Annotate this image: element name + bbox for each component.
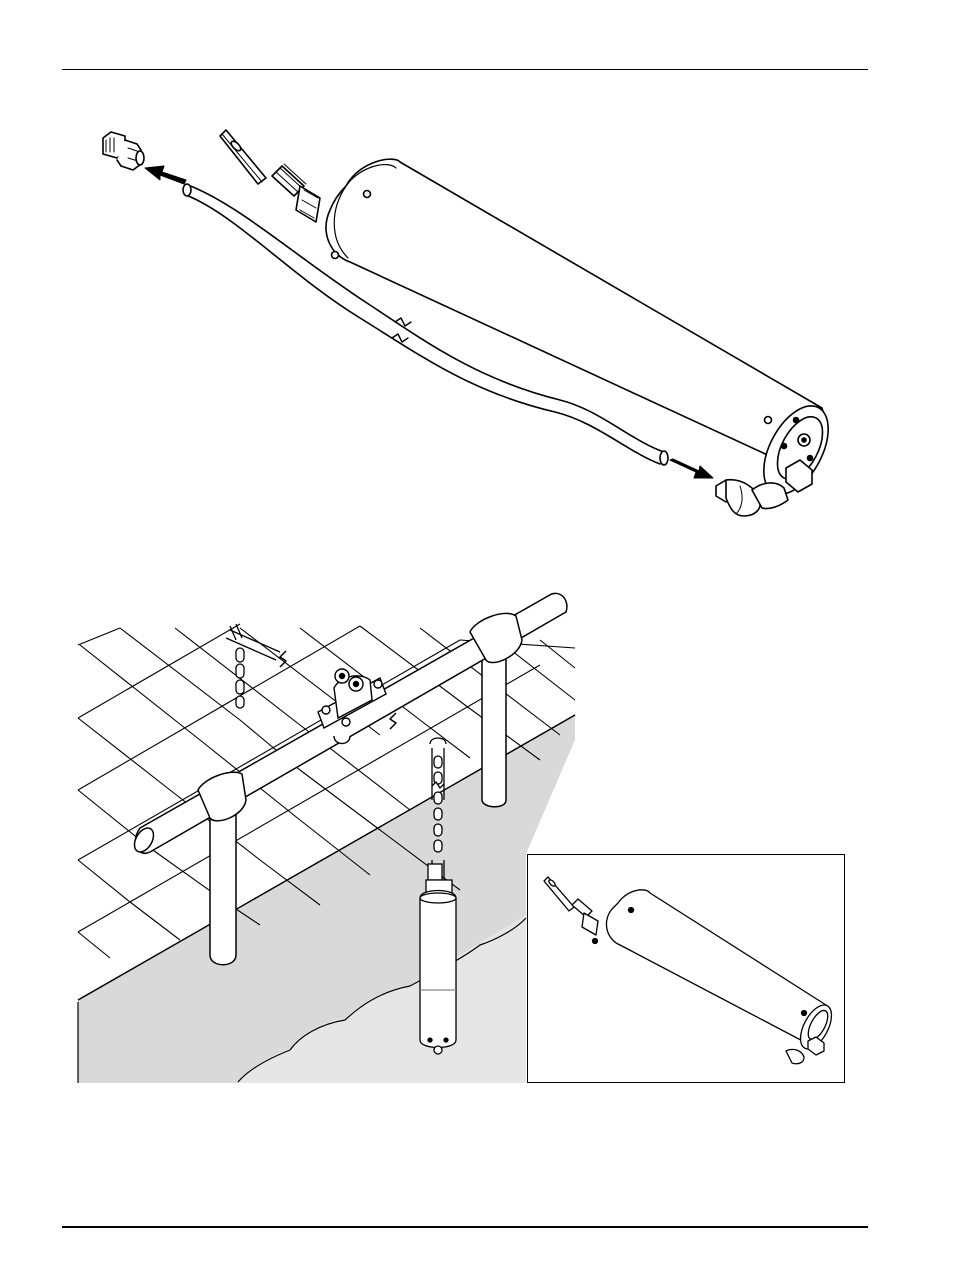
sensor-detail-inset — [527, 854, 845, 1083]
support-post-right — [482, 650, 506, 807]
inset-drawing — [528, 855, 846, 1084]
cable-end — [226, 624, 280, 660]
support-post-left — [210, 805, 236, 965]
submerged-sensor — [420, 738, 456, 1054]
chain — [236, 648, 244, 708]
